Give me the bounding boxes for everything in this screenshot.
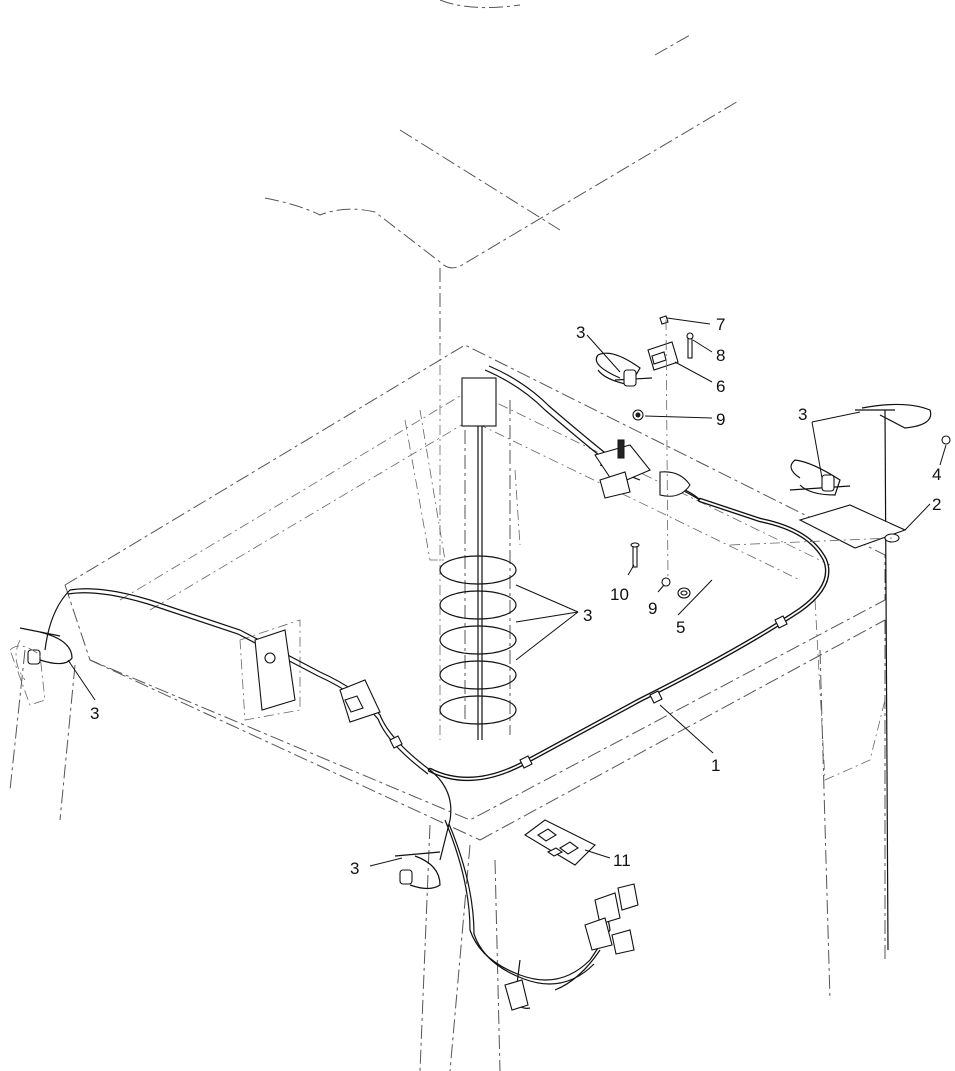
- callout-3-right: 3: [798, 405, 807, 424]
- bolt-10: [630, 542, 640, 568]
- callout-9-lower: 9: [648, 599, 657, 618]
- column-cable-spiral: [439, 377, 517, 740]
- nut-9-lower: [661, 577, 671, 587]
- cable-tie-right: [789, 403, 932, 951]
- callout-3-spiral: 3: [583, 606, 592, 625]
- cable-tie-left: [9, 627, 73, 706]
- plug-connectors-lower: [504, 883, 639, 1011]
- callout-labels: 3 7 8 6 9 3 4 2 10 9 5 3 3 1 3 11: [90, 315, 941, 878]
- callout-11: 11: [613, 851, 631, 870]
- callout-7: 7: [716, 315, 725, 334]
- callout-3-top: 3: [576, 323, 585, 342]
- leader-lines: [67, 317, 947, 867]
- connector-block-center: [594, 439, 691, 499]
- connector-11: [524, 819, 596, 866]
- callout-10: 10: [610, 585, 629, 604]
- callout-3-lower: 3: [350, 859, 359, 878]
- callout-5: 5: [676, 618, 685, 637]
- frame-phantom: [9, 344, 886, 1071]
- callout-2: 2: [932, 495, 941, 514]
- grommet-5: [677, 587, 691, 599]
- callout-3-left: 3: [90, 704, 99, 723]
- cable-tie-upper: [595, 352, 653, 387]
- callout-8: 8: [716, 346, 725, 365]
- callout-4: 4: [932, 465, 941, 484]
- callout-1: 1: [711, 756, 720, 775]
- cable-tie-lower: [394, 851, 441, 890]
- plate-2: [729, 435, 951, 549]
- switch-assembly: [647, 315, 694, 581]
- left-connector-plate: [254, 629, 381, 723]
- main-harness: [44, 365, 830, 985]
- nut-9-upper: [632, 409, 644, 421]
- callout-9-upper: 9: [716, 410, 725, 429]
- callout-6: 6: [716, 377, 725, 396]
